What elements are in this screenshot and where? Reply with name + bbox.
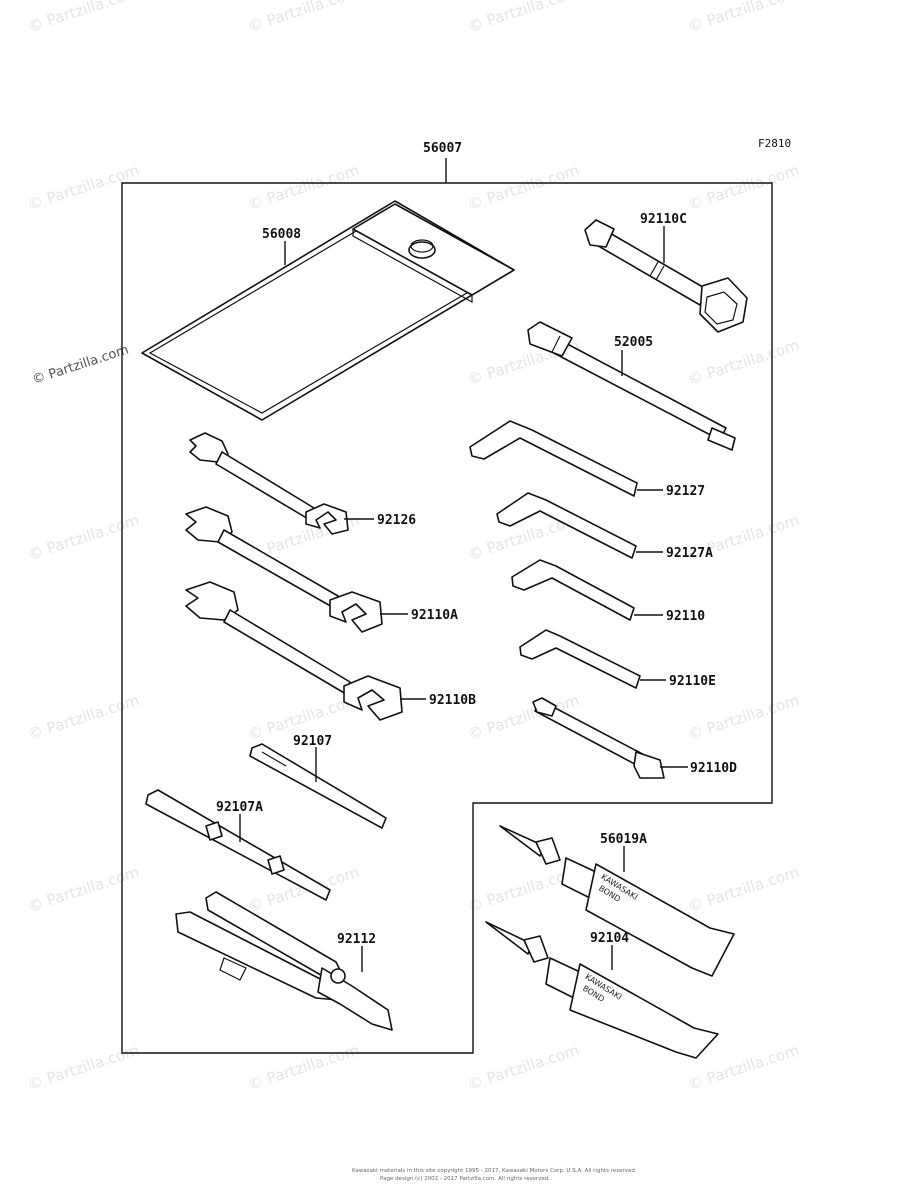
watermark: © Partzilla.com <box>26 863 142 916</box>
watermark: © Partzilla.com <box>466 1041 582 1094</box>
hex-wrench-large: 92127 <box>469 420 705 499</box>
part-label-open-wrench-medium: 92110A <box>411 608 458 623</box>
pliers: 92112 <box>175 891 393 1031</box>
part-label-open-wrench-small: 92126 <box>377 513 416 528</box>
spoke-wrench: 92110D <box>532 697 737 779</box>
box-wrench: 92110C <box>584 212 748 333</box>
watermark: © Partzilla.com <box>26 511 142 564</box>
watermark: © Partzilla.com <box>686 691 802 744</box>
copyright-line-2: Page design (c) 2002 - 2017 Partzilla.co… <box>380 1176 550 1182</box>
watermark: © Partzilla.com <box>26 161 142 214</box>
watermark: © Partzilla.com <box>26 1041 142 1094</box>
screwdriver: 92107 <box>249 734 387 829</box>
part-label-open-wrench-large: 92110B <box>429 693 476 708</box>
copyright-line-1: Kawasaki materials in this site copyrigh… <box>352 1168 637 1174</box>
watermark: © Partzilla.com <box>246 863 362 916</box>
part-label-case: 56008 <box>262 227 301 242</box>
hex-wrench-smallest: 92110E <box>519 629 716 689</box>
watermark: © Partzilla.com <box>686 161 802 214</box>
watermark: © Partzilla.com <box>246 1041 362 1094</box>
part-label-bond-tube-b: 92104 <box>590 931 629 946</box>
kit-outline: 56007 <box>121 141 773 1054</box>
watermark: © Partzilla.com <box>686 0 802 36</box>
watermark: © Partzilla.com <box>686 863 802 916</box>
bond-tube-b: KAWASAKI BOND 92104 <box>485 921 719 1059</box>
part-label-box-wrench: 92110C <box>640 212 687 227</box>
hex-wrench-medium: 92127A <box>496 492 713 561</box>
part-label-bond-tube-a: 56019A <box>600 832 647 847</box>
watermark: © Partzilla.com <box>26 0 142 36</box>
part-label-hex-wrench-small: 92110 <box>666 609 705 624</box>
screwdriver-grip: 92107A <box>145 789 331 901</box>
part-label-hex-wrench-large: 92127 <box>666 484 705 499</box>
plug-wrench-handle: 52005 <box>527 321 736 451</box>
watermark: © Partzilla.com <box>466 0 582 36</box>
open-wrench-medium: 92110A <box>185 506 458 633</box>
watermark: © Partzilla.com <box>686 336 802 389</box>
part-label-kit: 56007 <box>423 141 462 156</box>
bond-tube-a: KAWASAKI BOND 56019A <box>499 825 735 977</box>
part-label-screwdriver-grip: 92107A <box>216 800 263 815</box>
hex-wrench-small: 92110 <box>511 559 705 624</box>
watermark: © Partzilla.com <box>31 343 131 388</box>
figure-code: F2810 <box>758 137 791 150</box>
watermark: © Partzilla.com <box>246 161 362 214</box>
watermark: © Partzilla.com <box>466 161 582 214</box>
part-label-hex-wrench-medium: 92127A <box>666 546 713 561</box>
open-wrench-large: 92110B <box>185 581 476 721</box>
open-wrench-small: 92126 <box>189 432 416 535</box>
part-label-hex-wrench-smallest: 92110E <box>669 674 716 689</box>
part-label-plug-wrench: 52005 <box>614 335 653 350</box>
watermark: © Partzilla.com <box>26 691 142 744</box>
watermark: © Partzilla.com <box>246 0 362 36</box>
part-label-spoke-wrench: 92110D <box>690 761 737 776</box>
part-label-screwdriver: 92107 <box>293 734 332 749</box>
tool-case: 56008 <box>141 200 515 421</box>
part-label-pliers: 92112 <box>337 932 376 947</box>
